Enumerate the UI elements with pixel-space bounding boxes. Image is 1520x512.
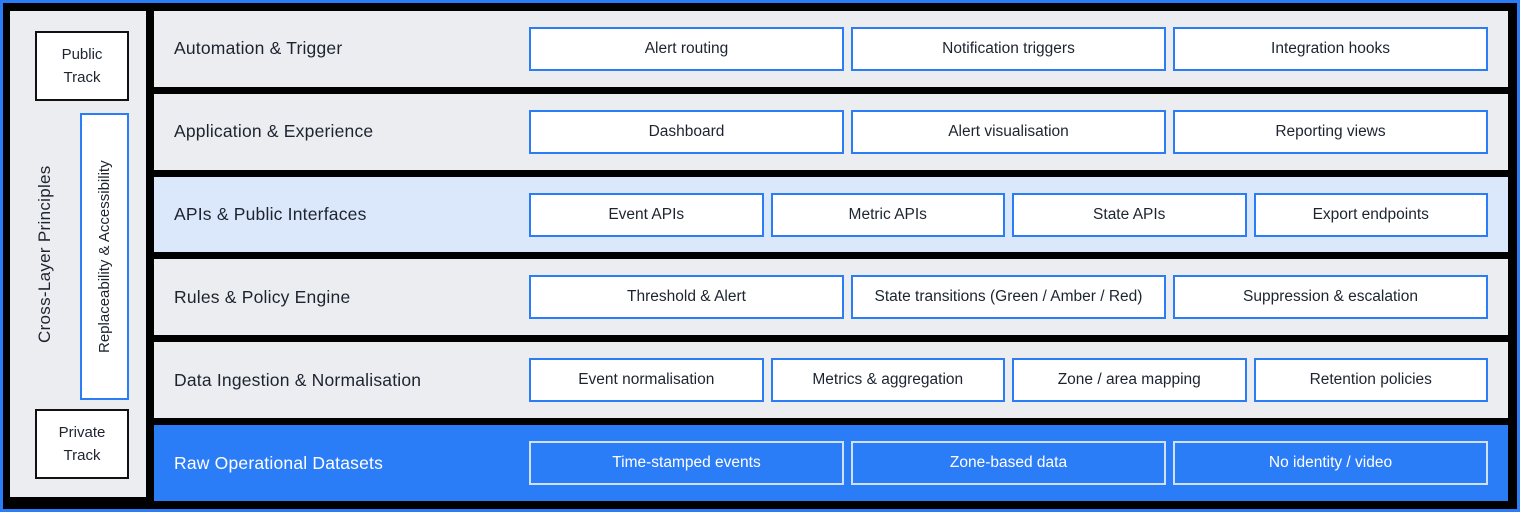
chip: Metric APIs [770, 192, 1005, 237]
cross-layer-sidebar: Cross-Layer Principles Public Track Repl… [10, 11, 146, 497]
public-track-box: Public Track [35, 31, 129, 101]
chip: Time-stamped events [529, 441, 844, 486]
replaceability-accessibility-box: Replaceability & Accessibility [80, 113, 129, 400]
chip: Threshold & Alert [529, 275, 844, 320]
chip: Alert visualisation [851, 109, 1166, 154]
layer-title: Data Ingestion & Normalisation [174, 369, 422, 390]
layer-row: Raw Operational Datasets Time-stamped eve… [154, 425, 1508, 501]
private-track-box: Private Track [35, 409, 129, 479]
chip: Integration hooks [1173, 26, 1488, 71]
chip: Retention policies [1253, 358, 1488, 403]
layer-title: Rules & Policy Engine [174, 286, 351, 307]
chip: Suppression & escalation [1173, 275, 1488, 320]
chip: State APIs [1012, 192, 1247, 237]
chip: Export endpoints [1253, 192, 1488, 237]
chip: No identity / video [1173, 441, 1488, 486]
chip: Notification triggers [851, 26, 1166, 71]
chip: Event normalisation [529, 358, 764, 403]
layer-title: APIs & Public Interfaces [174, 204, 367, 225]
layer-title: Raw Operational Datasets [174, 452, 384, 473]
chip: Alert routing [529, 26, 844, 71]
layer-title: Application & Experience [174, 121, 374, 142]
chip: Zone / area mapping [1012, 358, 1247, 403]
chip: Zone-based data [851, 441, 1166, 486]
layer-row: Data Ingestion & Normalisation Event norm… [154, 342, 1508, 419]
chip: Reporting views [1173, 109, 1488, 154]
chip: Metrics & aggregation [770, 358, 1005, 403]
chip: Dashboard [529, 109, 844, 154]
chip: State transitions (Green / Amber / Red) [851, 275, 1166, 320]
chip: Event APIs [529, 192, 764, 237]
layer-title: Automation & Trigger [174, 38, 343, 59]
